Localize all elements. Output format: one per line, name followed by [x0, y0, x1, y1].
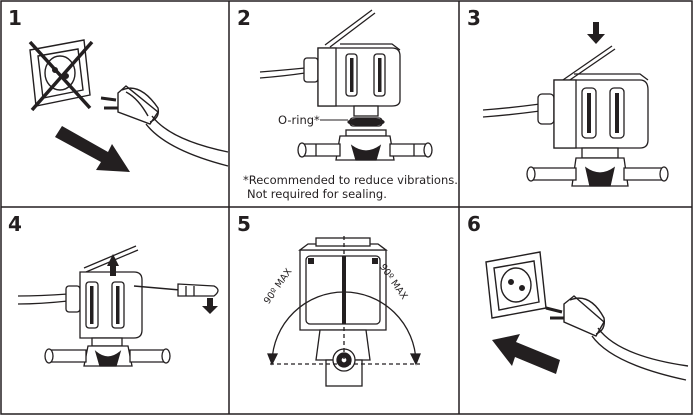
step-number-6: 6: [467, 212, 481, 236]
plug-icon: [545, 295, 689, 381]
panel-3: [482, 22, 669, 187]
up-arrow-icon: [107, 254, 119, 266]
valve-body-icon: [44, 337, 171, 367]
valve-body-icon: [526, 147, 669, 187]
valve-body-icon: [297, 129, 433, 161]
cross-out-icon: [28, 40, 94, 112]
step-number-1: 1: [8, 6, 22, 30]
solenoid-coil-icon: [65, 271, 143, 339]
solenoid-coil-icon: [303, 43, 401, 107]
panel-6: [485, 251, 689, 381]
solenoid-coil-icon: [537, 73, 649, 149]
down-arrow-icon: [587, 22, 605, 44]
o-ring-label: O-ring*: [278, 113, 320, 127]
solenoid-coil-icon: [298, 237, 388, 331]
socket-icon: [485, 251, 547, 319]
step-number-4: 4: [8, 212, 22, 236]
step-number-5: 5: [237, 212, 251, 236]
plug-icon: [100, 85, 229, 167]
angle-arc-icon: [267, 291, 421, 366]
panel-2: [259, 9, 433, 161]
screwdriver-icon: [133, 283, 219, 297]
note-line-2: Not required for sealing.: [247, 187, 387, 201]
step-number-3: 3: [467, 6, 481, 30]
step-number-2: 2: [237, 6, 251, 30]
panel-4: [17, 245, 219, 367]
push-arrow-icon: [492, 334, 560, 374]
note-line-1: *Recommended to reduce vibrations.: [243, 173, 458, 187]
valve-body-icon: [315, 329, 371, 387]
panel-1: [28, 39, 229, 172]
panel-5: [267, 236, 421, 387]
down-arrow-icon: [202, 298, 218, 314]
pull-arrow-icon: [55, 126, 130, 172]
o-ring-icon: [347, 117, 385, 127]
